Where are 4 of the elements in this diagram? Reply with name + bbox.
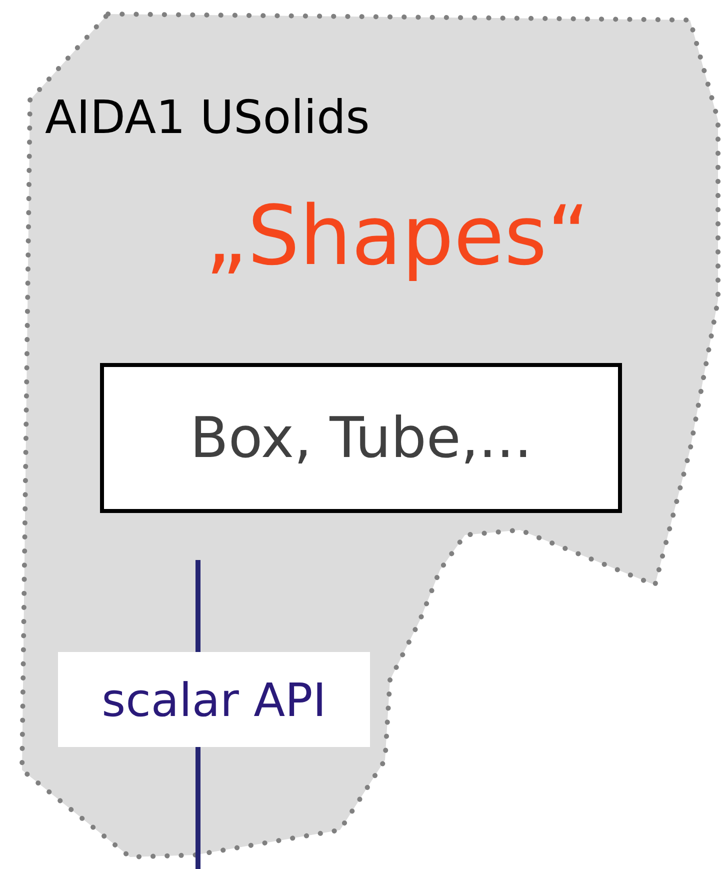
component-box: Box, Tube,... (100, 363, 622, 513)
api-label: scalar API (58, 652, 370, 747)
region-heading: „Shapes“ (205, 192, 590, 282)
region-title: AIDA1 USolids (45, 92, 370, 143)
